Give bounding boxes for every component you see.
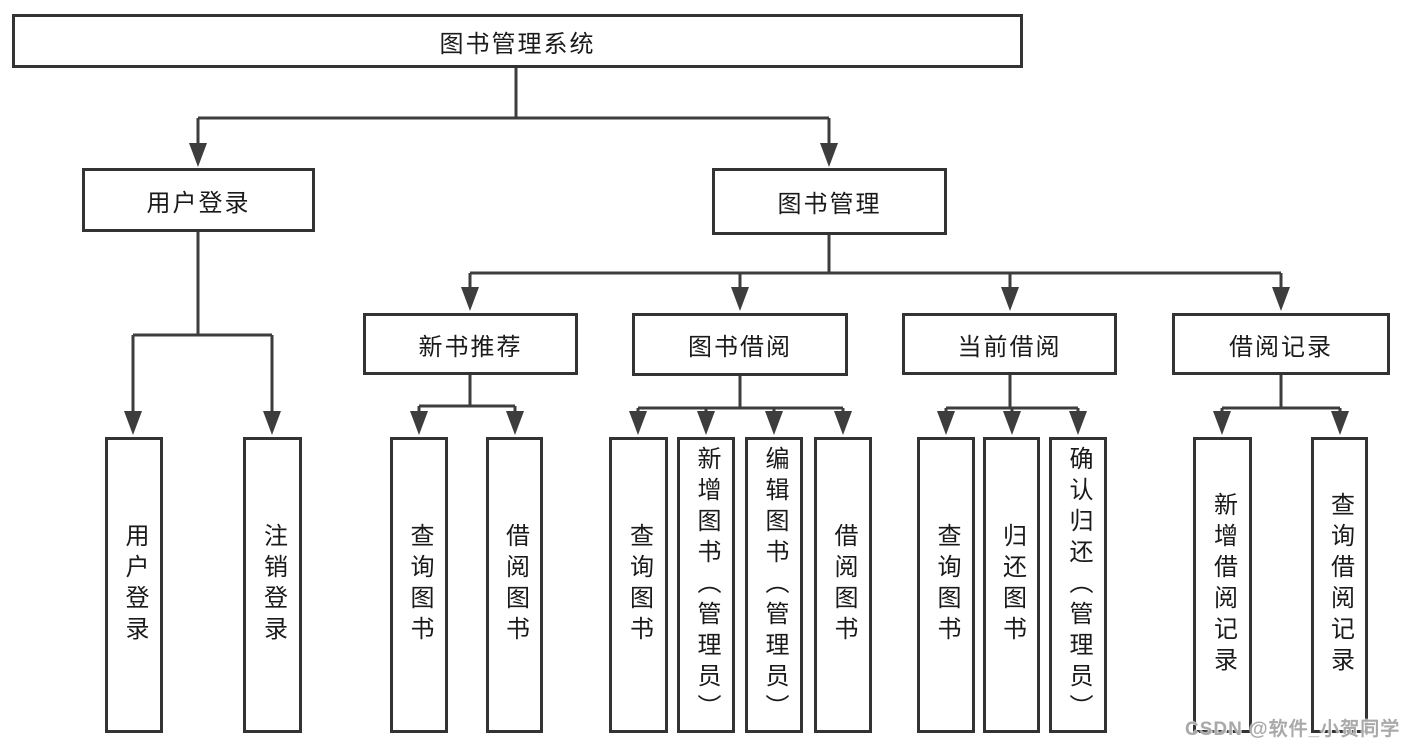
node-book-borrowing: 图书借阅	[632, 313, 848, 376]
arrowheads-level3	[461, 287, 1290, 311]
connector-book-mgmt-to-level3	[468, 235, 1283, 290]
connector-new-book-subtree	[417, 375, 517, 414]
watermark: CSDN @软件_小贺同学	[1185, 719, 1401, 740]
node-book-management: 图书管理	[712, 168, 947, 235]
node-user-login: 用户登录	[82, 168, 315, 232]
connector-root-to-level2	[196, 68, 831, 146]
node-borrow-books-borrow: 借阅图书	[814, 437, 872, 733]
node-add-borrow-record: 新增借阅记录	[1193, 437, 1252, 733]
node-borrowing-records: 借阅记录	[1172, 313, 1390, 375]
node-add-books-admin: 新增图书（管理员）	[677, 437, 735, 733]
node-query-borrow-record: 查询借阅记录	[1311, 437, 1368, 733]
connector-book-borrow-subtree	[636, 376, 845, 414]
connector-current-borrow-subtree	[944, 375, 1080, 414]
node-return-books: 归还图书	[983, 437, 1040, 733]
node-borrow-books-recommend: 借阅图书	[486, 437, 543, 733]
node-edit-books-admin: 编辑图书（管理员）	[745, 437, 803, 733]
node-query-books-current: 查询图书	[917, 437, 975, 733]
node-logout-login: 注销登录	[243, 437, 302, 733]
arrowheads-level4	[124, 411, 1349, 435]
node-new-book-recommendation: 新书推荐	[363, 313, 578, 375]
arrowheads-level2	[189, 143, 838, 167]
node-query-books-borrow: 查询图书	[609, 437, 668, 733]
node-query-books-recommend: 查询图书	[390, 437, 448, 733]
connector-records-subtree	[1220, 375, 1342, 414]
node-confirm-return-admin: 确认归还（管理员）	[1049, 437, 1107, 733]
node-library-system: 图书管理系统	[12, 14, 1023, 68]
node-current-borrowing: 当前借阅	[902, 313, 1117, 375]
node-user-login-leaf: 用户登录	[105, 437, 163, 733]
connector-user-login-subtree	[131, 232, 274, 414]
